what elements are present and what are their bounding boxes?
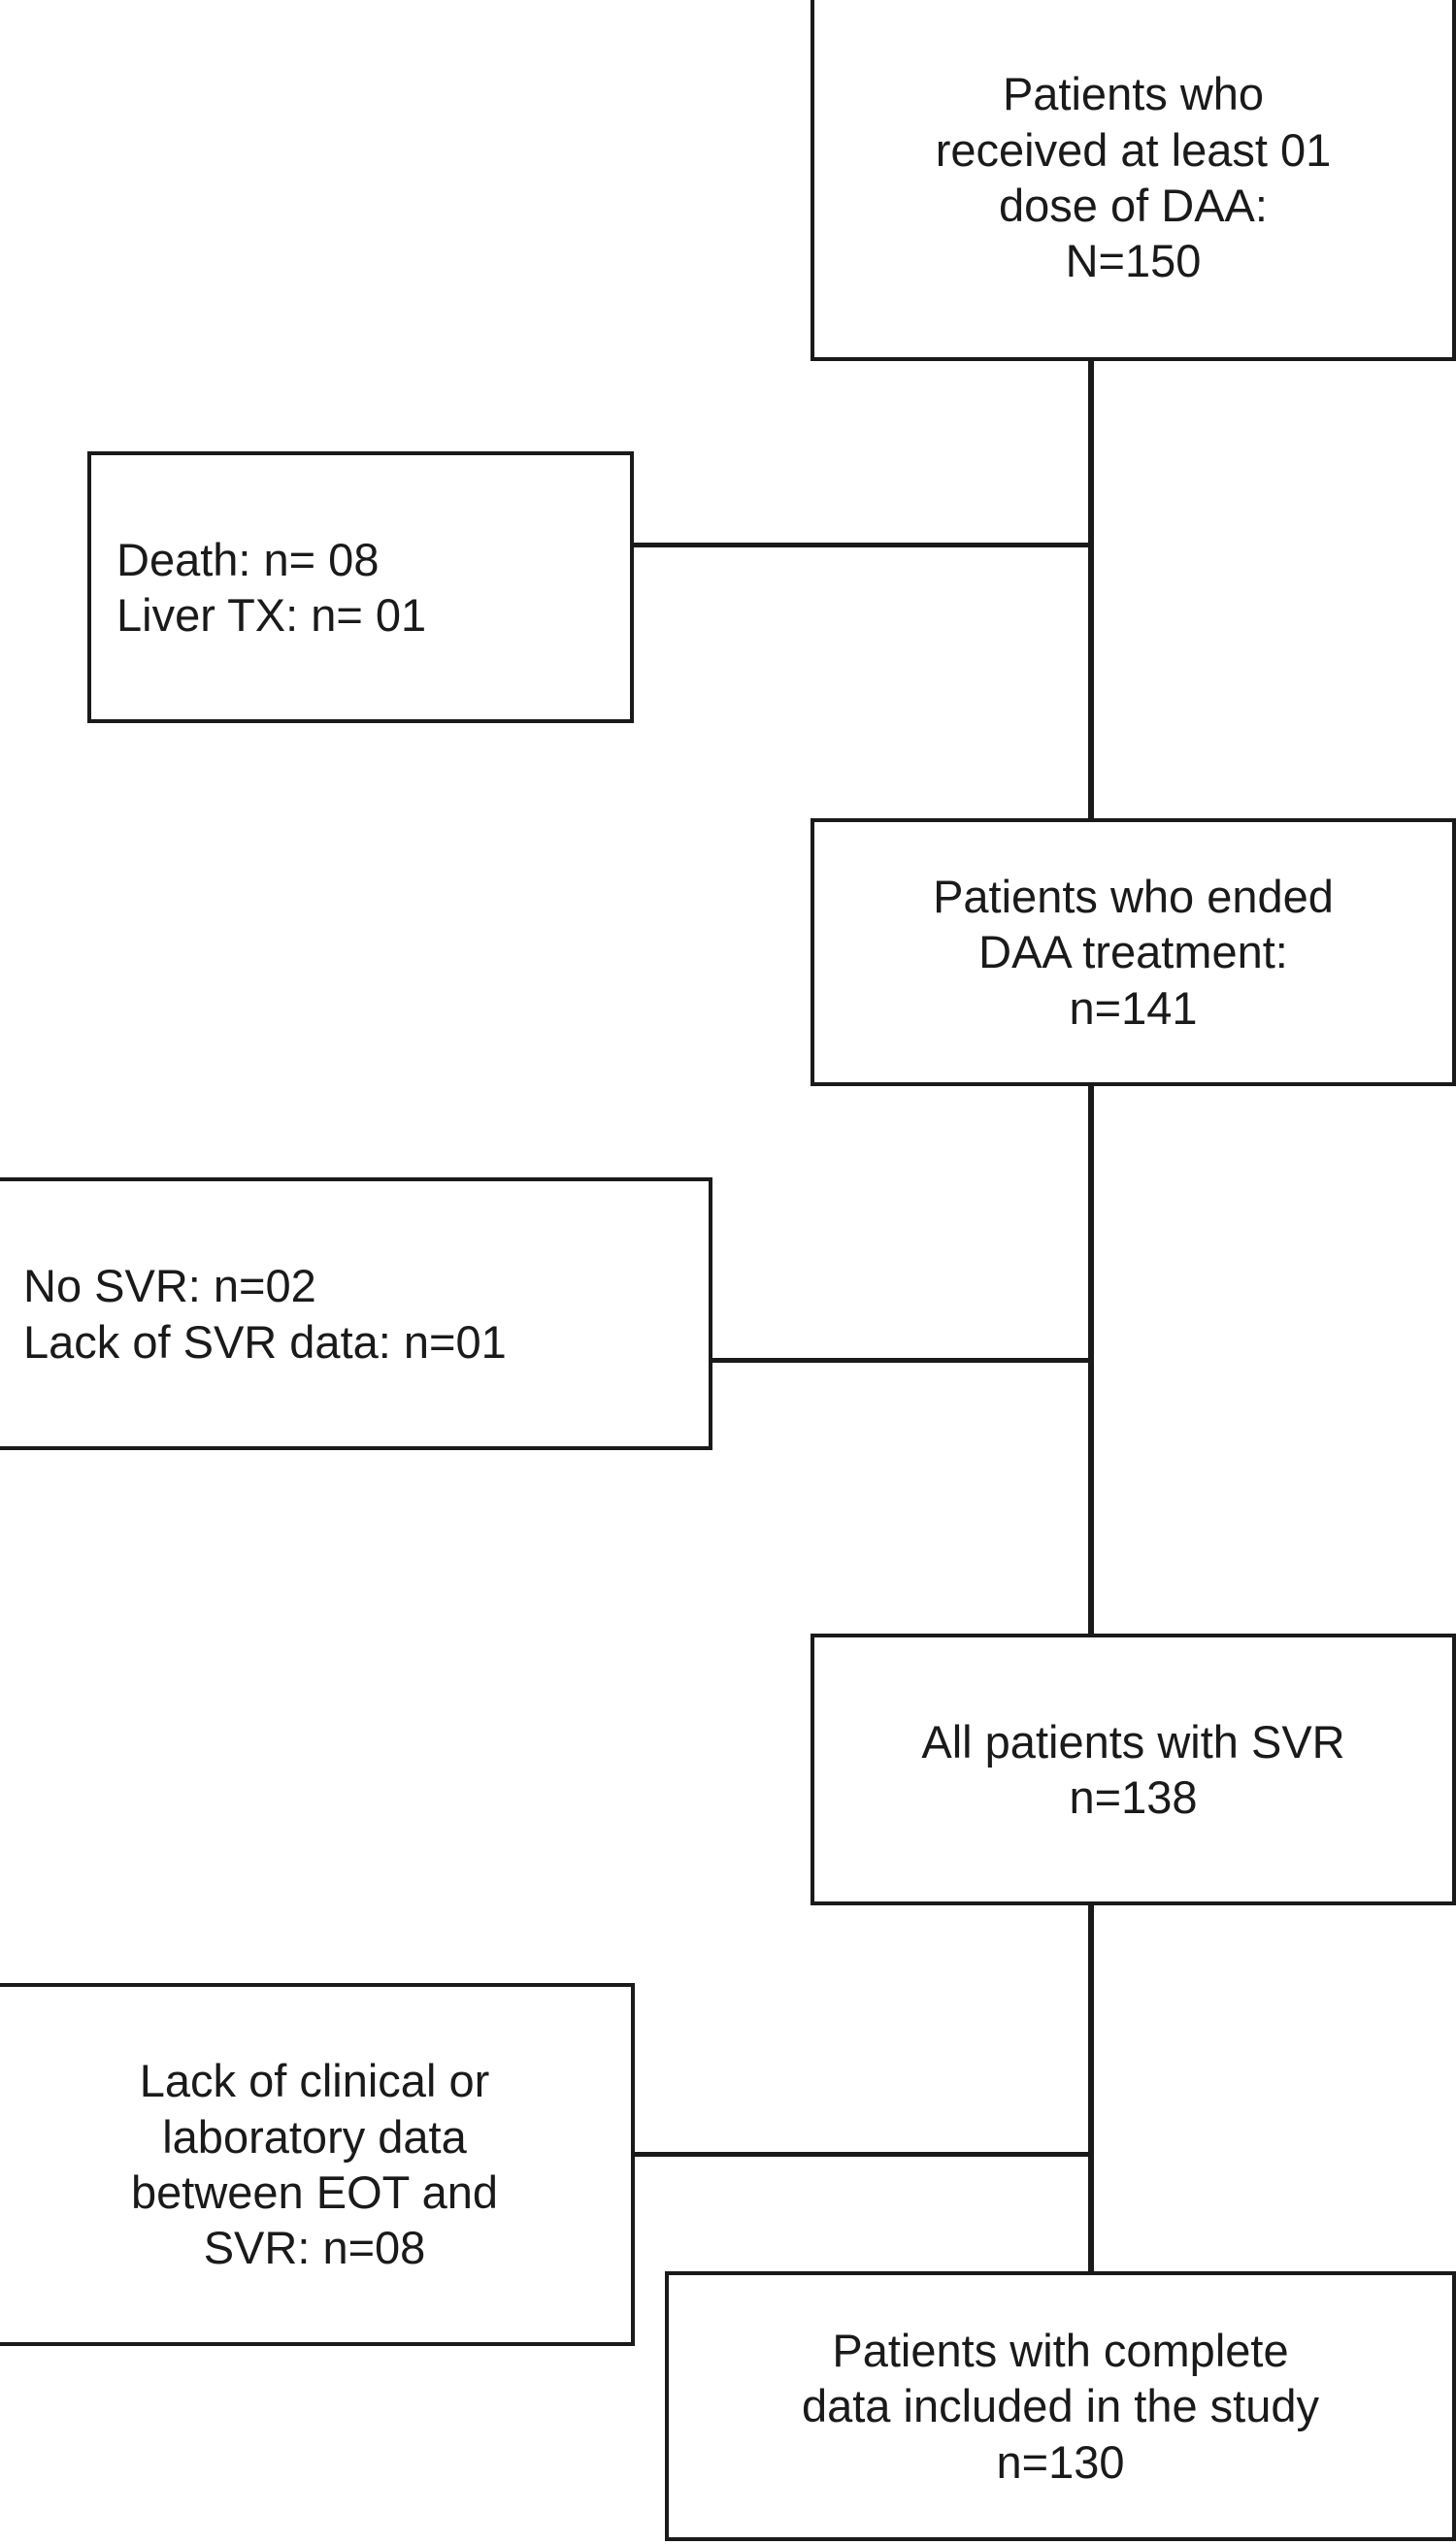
node-all-patients-with-svr: All patients with SVR n=138	[811, 1634, 1456, 1905]
connector-horizontal-death-exclusion	[631, 543, 1091, 547]
node-patients-received-daa: Patients who received at least 01 dose o…	[811, 0, 1456, 361]
node-exclusion-lack-clinical-data: Lack of clinical or laboratory data betw…	[0, 1983, 635, 2346]
node-exclusion-death-liver-tx: Death: n= 08 Liver TX: n= 01	[87, 451, 634, 723]
connector-vertical-svr-to-included	[1088, 1901, 1094, 2275]
connector-vertical-enrolled-to-ended	[1088, 361, 1094, 822]
node-patients-ended-treatment: Patients who ended DAA treatment: n=141	[811, 818, 1456, 1086]
connector-horizontal-clinical-data-exclusion	[632, 2152, 1091, 2157]
node-exclusion-no-svr: No SVR: n=02 Lack of SVR data: n=01	[0, 1177, 712, 1450]
connector-horizontal-svr-exclusion	[709, 1358, 1091, 1363]
connector-vertical-ended-to-svr	[1088, 1082, 1094, 1637]
node-patients-included-in-study: Patients with complete data included in …	[665, 2271, 1456, 2541]
